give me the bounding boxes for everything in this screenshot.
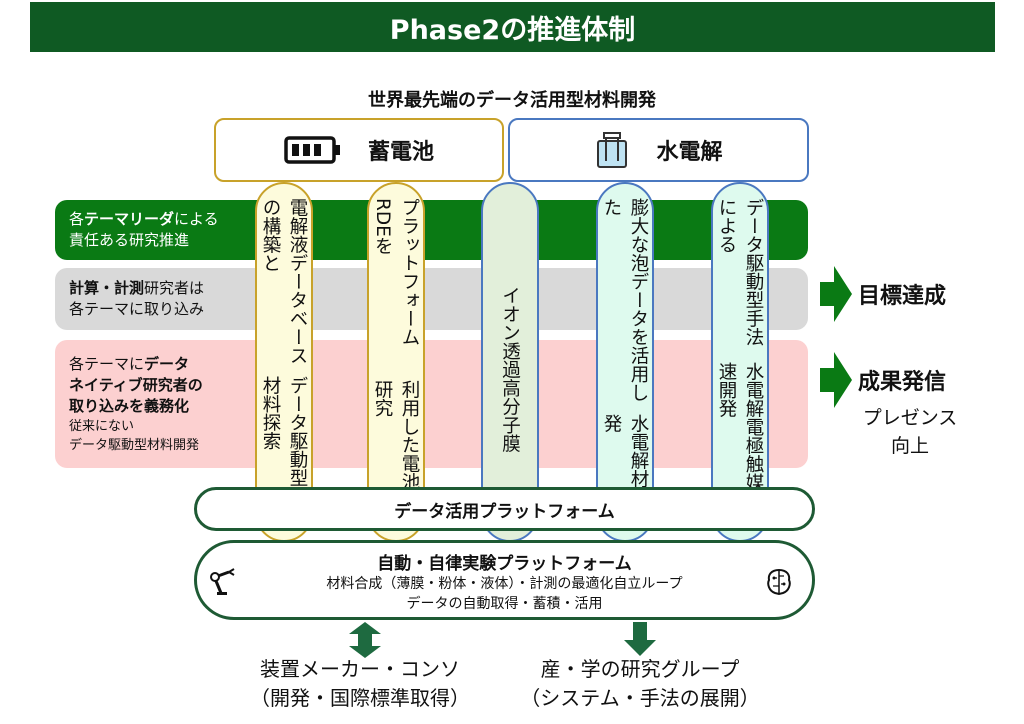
battery-icon [284,136,340,164]
project-pill-bubble-data: 膨大な泡データを活用した水電解材料開発 [596,182,654,542]
text: （開発・国際標準取得） [250,686,470,710]
text: プレゼンス [862,407,958,429]
row-calc-measure: 計算・計測研究者は 各テーマに取り込み [55,268,808,330]
text: データ駆動型手法による [716,198,764,346]
text: 各 [69,210,85,228]
text: （システム・手法の展開） [520,686,760,710]
text-bold: テーマリーダ [84,210,175,228]
subtitle: 世界最先端のデータ活用型材料開発 [368,90,656,111]
arrow-right-icon [820,266,852,322]
text: 装置メーカー・コンソ [260,657,460,681]
text: イオン透過高分子膜 [499,285,521,453]
double-arrow-icon [349,622,381,658]
ai-brain-icon [767,568,791,596]
text: による [174,210,219,228]
text: 責任ある研究推進 [69,231,190,249]
goal-dissemination: 成果発信 [858,370,947,395]
project-pill-catalyst: データ駆動型手法による水電解電極触媒の高速開発 [711,182,769,542]
text: データの自動取得・蓄積・活用 [406,596,603,612]
auto-experiment-platform: 自動・自律実験プラットフォーム 材料合成（薄膜・粉体・液体）・計測の最適化自立ル… [194,540,815,620]
text: 水電解電極触媒の高速開発 [716,361,764,529]
project-pill-electrolyte-db: 電解液データベースの構築とデータ駆動型革新材料探索 [255,182,313,542]
text: プラットフォーム RDEを [372,198,420,346]
text: 産・学の研究グループ [540,657,740,681]
text: 向上 [890,435,929,457]
text: データ駆動型材料開発 [69,437,200,453]
platform-title: 自動・自律実験プラットフォーム [377,554,632,574]
title-bar: Phase2の推進体制 [30,2,995,52]
text-bold: ネイティブ研究者の [69,375,203,394]
goal-achievement: 目標達成 [858,284,947,309]
text: 電解液データベースの構築と [260,198,308,365]
text: 各テーマに [69,354,145,373]
text: 各テーマに取り込み [69,300,205,318]
presence-text: プレゼンス 向上 [850,404,970,460]
text-bold: データ [144,354,190,373]
text: 研究者は [144,279,205,297]
text: データ駆動型革新材料探索 [260,375,308,524]
page-title: Phase2の推進体制 [389,14,636,46]
battery-label: 蓄電池 [367,140,434,165]
electrolysis-beaker-icon [597,132,628,168]
text: 材料合成（薄膜・粉体・液体）・計測の最適化自立ループ [326,576,683,592]
robot-arm-icon [210,568,235,595]
text-bold: 取り込みを義務化 [69,396,190,415]
equipment-makers-text: 装置メーカー・コンソ （開発・国際標準取得） [210,655,510,713]
data-platform: データ活用プラットフォーム [194,487,815,531]
text: 従来にない [69,418,135,434]
project-pill-ion-membrane: イオン透過高分子膜 [481,182,539,542]
text-bold: 計算・計測 [69,279,145,297]
row-theme-leader: 各テーマリーダによる 責任ある研究推進 [55,200,808,260]
water-electrolysis-label: 水電解 [656,140,723,165]
row-data-native: 各テーマにデータ ネイティブ研究者の 取り込みを義務化 従来にない データ駆動型… [55,340,808,468]
water-electrolysis-theme-box: 水電解 [508,118,809,182]
arrow-down-icon [624,622,656,656]
arrow-right-icon [820,352,852,408]
research-groups-text: 産・学の研究グループ （システム・手法の展開） [490,655,790,713]
text: 膨大な泡データを活用した [601,198,649,402]
battery-theme-box: 蓄電池 [214,118,504,182]
